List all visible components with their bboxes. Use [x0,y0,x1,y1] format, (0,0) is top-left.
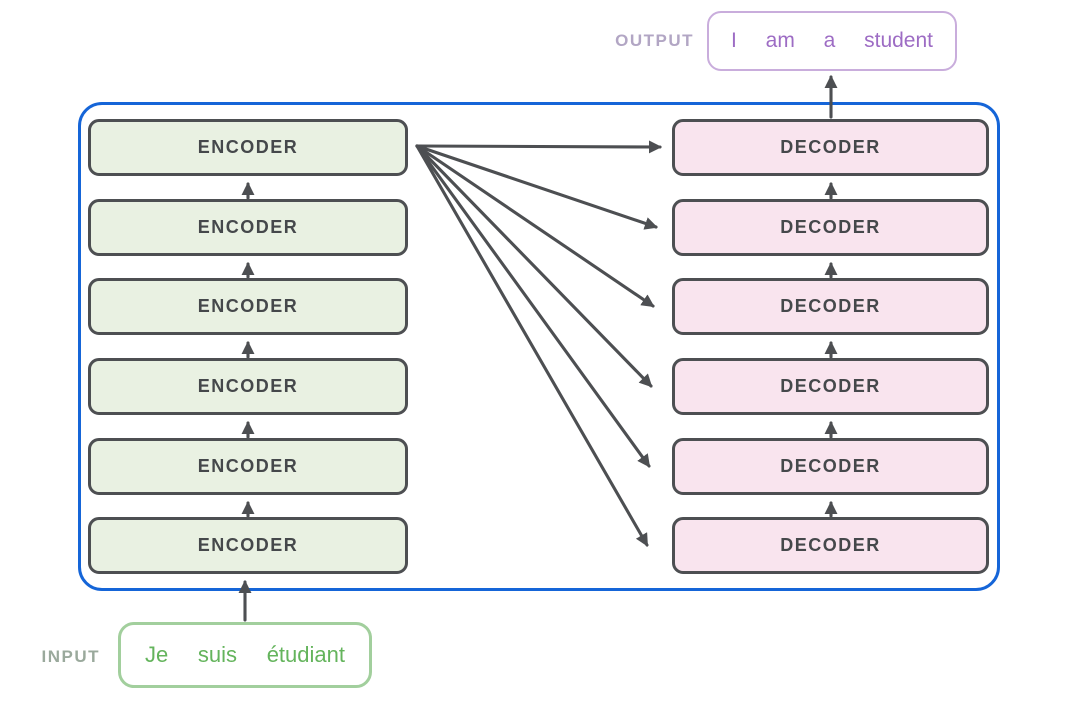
output-word: I [731,29,737,52]
input-sentence-box: Je suis étudiant [118,622,372,688]
decoder-box-2: DECODER [672,199,989,256]
encoder-box-3: ENCODER [88,278,408,335]
encoder-box-6: ENCODER [88,517,408,574]
output-word: student [864,29,933,52]
output-word: am [765,29,795,52]
decoder-box-4: DECODER [672,358,989,415]
output-label: OUTPUT [615,31,694,50]
input-label: INPUT [41,647,100,666]
input-word: suis [197,642,238,667]
input-word: étudiant [266,642,345,667]
decoder-box-6: DECODER [672,517,989,574]
output-word: a [823,29,836,52]
decoder-box-1: DECODER [672,119,989,176]
decoder-box-3: DECODER [672,278,989,335]
output-sentence-box: I am a student [707,11,957,71]
encoder-box-2: ENCODER [88,199,408,256]
model-container [78,102,1000,591]
encoder-box-1: ENCODER [88,119,408,176]
encoder-box-5: ENCODER [88,438,408,495]
encoder-box-4: ENCODER [88,358,408,415]
input-word: Je [145,642,169,667]
decoder-box-5: DECODER [672,438,989,495]
